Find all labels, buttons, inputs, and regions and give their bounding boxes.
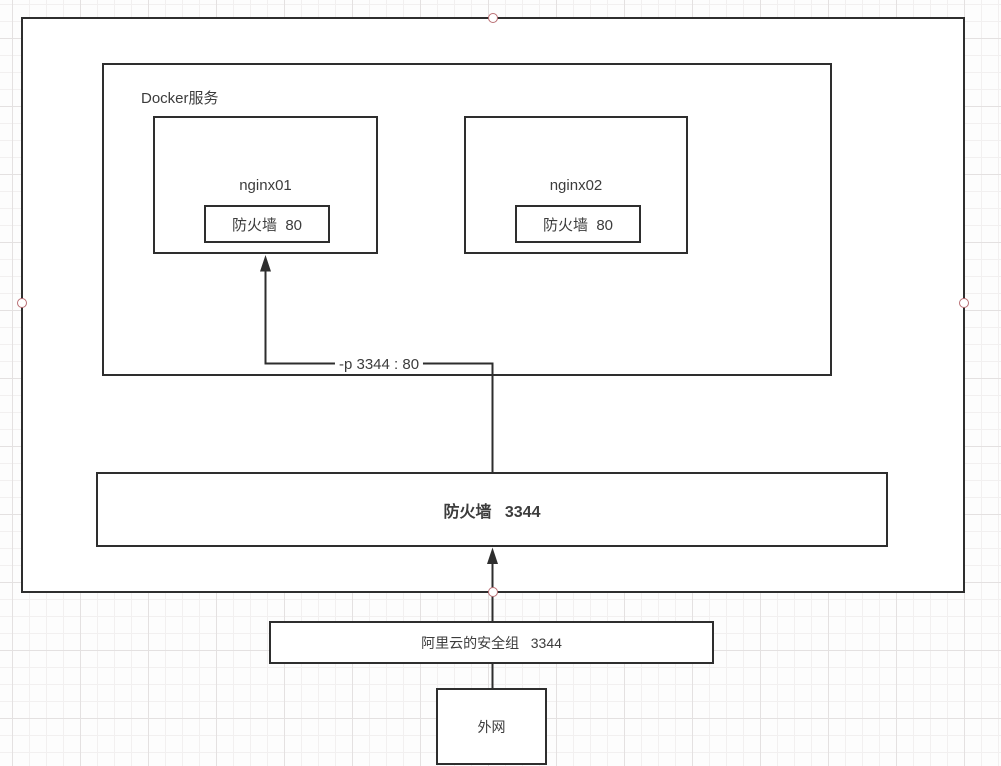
docker-group-label: Docker服务 [141,90,219,107]
nginx02-container-box[interactable]: nginx02 防火墙 80 [464,116,688,254]
external-network-label: 外网 [477,718,506,735]
selection-handle-left[interactable] [17,298,27,308]
selection-handle-right[interactable] [959,298,969,308]
nginx01-label: nginx01 [239,177,292,194]
nginx02-label: nginx02 [549,177,603,194]
port-mapping-label: -p 3344 : 80 [334,356,424,373]
nginx02-firewall-port-box[interactable]: 防火墙 80 [515,205,641,243]
security-group-box[interactable]: 阿里云的安全组 3344 [269,621,714,664]
nginx01-container-box[interactable]: nginx01 防火墙 80 [153,116,378,254]
security-group-label: 阿里云的安全组 3344 [421,634,562,651]
host-firewall-box[interactable]: 防火墙 3344 [96,472,888,547]
nginx02-firewall-port-label: 防火墙 80 [542,216,614,234]
external-network-box[interactable]: 外网 [436,688,547,765]
nginx01-firewall-port-box[interactable]: 防火墙 80 [204,205,330,243]
selection-handle-bottom[interactable] [488,587,498,597]
selection-handle-top[interactable] [488,13,498,23]
host-firewall-label: 防火墙 3344 [443,503,541,521]
nginx01-firewall-port-label: 防火墙 80 [231,216,303,234]
